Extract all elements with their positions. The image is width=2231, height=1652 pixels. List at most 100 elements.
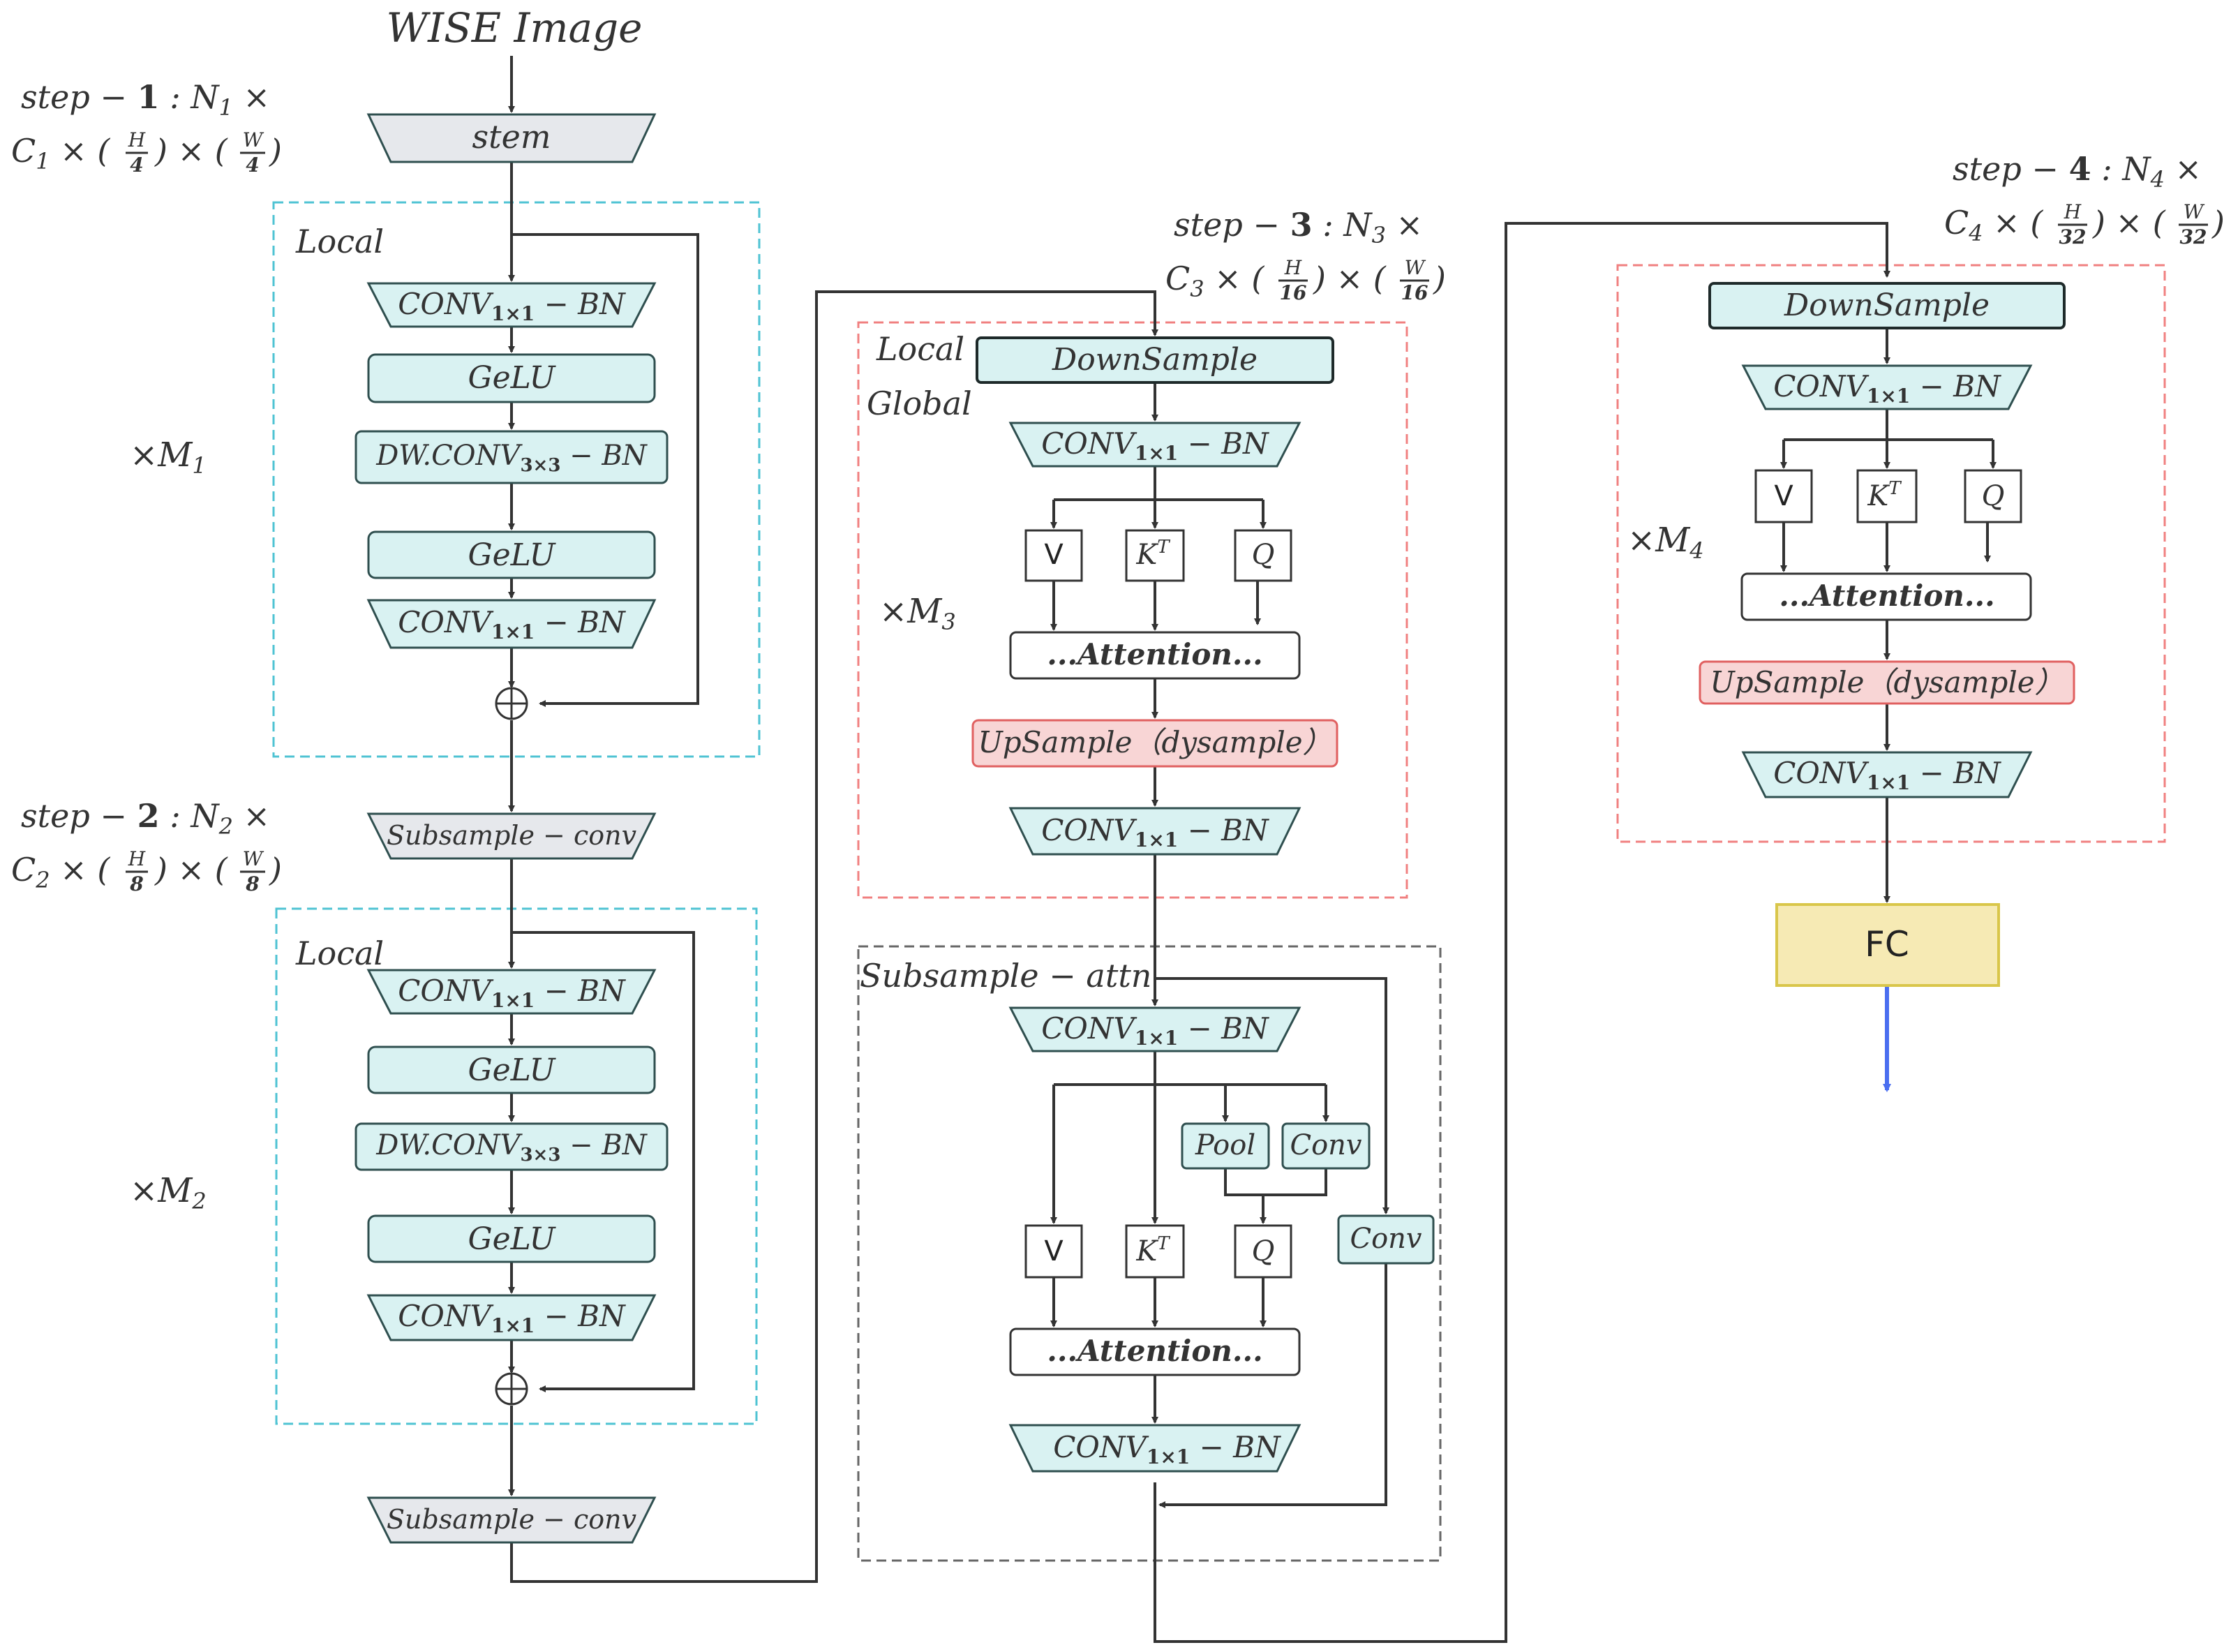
- svg-text:H: H: [2064, 200, 2082, 223]
- svg-text:CONV1×1 − BN: CONV1×1 − BN: [398, 974, 626, 1012]
- svg-text:step − 3 : N3 ×: step − 3 : N3 ×: [1174, 206, 1423, 248]
- svg-text:32: 32: [2180, 225, 2207, 248]
- subsample-conv-block: Subsample − conv: [366, 1496, 657, 1544]
- global-box-3: [857, 321, 1408, 899]
- svg-text:Conv: Conv: [1350, 1223, 1422, 1255]
- conv1x1-bn-block: CONV1×1 − BN: [366, 599, 657, 649]
- subsample-conv-block: Subsample − conv: [366, 812, 657, 860]
- svg-text:CONV1×1 − BN: CONV1×1 − BN: [1041, 1011, 1269, 1050]
- svg-text:FC: FC: [1865, 924, 1909, 965]
- global-box-4: [1616, 264, 2166, 843]
- svg-text:step − 4 : N4 ×: step − 4 : N4 ×: [1953, 150, 2202, 193]
- conv1x1-bn-block: CONV1×1 − BN: [1008, 1006, 1301, 1052]
- svg-text:Subsample − conv: Subsample − conv: [387, 1504, 637, 1535]
- svg-text:V: V: [1044, 1235, 1064, 1267]
- svg-text:KT: KT: [1867, 478, 1902, 512]
- step-2-label: step − 2 : N2 × C2 × ( H 8 ) × ( W 8 ): [11, 797, 282, 895]
- dwconv3x3-bn-block: DW.CONV3×3 − BN: [355, 430, 669, 484]
- conv-shortcut-block: Conv: [1337, 1214, 1435, 1265]
- v-block: V: [1024, 1224, 1083, 1279]
- svg-text:Q: Q: [1252, 539, 1275, 571]
- local-label-1: Local: [295, 223, 384, 260]
- v-block: V: [1754, 469, 1813, 523]
- svg-text:Pool: Pool: [1195, 1129, 1255, 1161]
- upsample-dysample-block: UpSample（dysample）: [971, 719, 1338, 768]
- svg-text:Conv: Conv: [1290, 1129, 1361, 1161]
- conv1x1-bn-block: CONV1×1 − BN: [1008, 807, 1301, 856]
- conv1x1-bn-block: CONV1×1 − BN: [366, 1294, 657, 1341]
- svg-text:...Attention...: ...Attention...: [1047, 637, 1263, 671]
- svg-text:CONV1×1 − BN: CONV1×1 − BN: [1053, 1430, 1281, 1468]
- conv1x1-bn-block: CONV1×1 − BN: [366, 282, 657, 328]
- conv1x1-bn-block: CONV1×1 − BN: [1008, 1424, 1301, 1473]
- v-block: V: [1024, 529, 1083, 582]
- gelu-block: GeLU: [367, 530, 656, 579]
- svg-text:Q: Q: [1982, 480, 2005, 512]
- svg-text:GeLU: GeLU: [468, 1221, 556, 1257]
- svg-text:Q: Q: [1252, 1235, 1275, 1267]
- svg-text:H: H: [128, 847, 146, 870]
- svg-text:) × (: ) × (: [2092, 204, 2166, 241]
- gelu-block: GeLU: [367, 353, 656, 403]
- stem-block: stem: [366, 113, 657, 163]
- q-block: Q: [1234, 529, 1292, 582]
- svg-text:): ): [269, 851, 282, 888]
- svg-text:UpSample（dysample）: UpSample（dysample）: [1710, 665, 2064, 699]
- svg-text:C3 × (: C3 × (: [1165, 260, 1264, 302]
- svg-text:): ): [269, 132, 282, 170]
- svg-text:CONV1×1 − BN: CONV1×1 − BN: [1041, 813, 1269, 851]
- residual-add-icon: [495, 687, 528, 720]
- svg-text:C4 × (: C4 × (: [1944, 204, 2043, 246]
- svg-text:step − 1 : N1 ×: step − 1 : N1 ×: [21, 78, 270, 121]
- svg-text:W: W: [1405, 256, 1426, 279]
- k-transpose-block: KT: [1856, 469, 1918, 523]
- svg-text:): ): [2211, 204, 2225, 241]
- svg-text:V: V: [1774, 480, 1793, 512]
- upsample-dysample-block: UpSample（dysample）: [1699, 660, 2075, 705]
- svg-text:step − 2 : N2 ×: step − 2 : N2 ×: [21, 797, 270, 840]
- svg-text:4: 4: [246, 154, 259, 177]
- residual-add-icon: [495, 1372, 528, 1406]
- svg-text:UpSample（dysample）: UpSample（dysample）: [978, 725, 1331, 759]
- local-label-3: Local: [876, 330, 964, 368]
- svg-text:KT: KT: [1135, 537, 1170, 571]
- fc-block: FC: [1775, 903, 2000, 987]
- svg-text:...Attention...: ...Attention...: [1779, 579, 1995, 613]
- svg-text:CONV1×1 − BN: CONV1×1 − BN: [398, 1299, 626, 1337]
- multiplier-m2: ×M2: [130, 1171, 207, 1214]
- svg-text:CONV1×1 − BN: CONV1×1 − BN: [1041, 426, 1269, 465]
- svg-text:32: 32: [2059, 225, 2087, 248]
- conv-block: Conv: [1281, 1122, 1371, 1170]
- svg-text:) × (: ) × (: [154, 132, 228, 170]
- svg-text:) × (: ) × (: [1313, 260, 1387, 297]
- svg-text:DW.CONV3×3 − BN: DW.CONV3×3 − BN: [375, 440, 648, 476]
- svg-text:C1 × (: C1 × (: [11, 132, 110, 174]
- q-block: Q: [1234, 1224, 1292, 1279]
- svg-text:H: H: [128, 128, 146, 151]
- svg-text:CONV1×1 − BN: CONV1×1 − BN: [1773, 369, 2001, 408]
- svg-text:DownSample: DownSample: [1052, 342, 1258, 378]
- svg-text:C2 × (: C2 × (: [11, 851, 110, 893]
- svg-text:16: 16: [1280, 281, 1307, 304]
- pool-block: Pool: [1181, 1122, 1270, 1170]
- svg-text:W: W: [2184, 200, 2205, 223]
- svg-text:Subsample − conv: Subsample − conv: [387, 820, 637, 851]
- svg-text:CONV1×1 − BN: CONV1×1 − BN: [1773, 756, 2001, 794]
- svg-text:V: V: [1044, 539, 1064, 571]
- svg-text:KT: KT: [1135, 1233, 1170, 1267]
- dwconv3x3-bn-block: DW.CONV3×3 − BN: [355, 1122, 669, 1171]
- svg-text:4: 4: [130, 154, 143, 177]
- downsample-block: DownSample: [976, 336, 1334, 384]
- attention-block: ...Attention...: [1009, 1327, 1301, 1376]
- svg-text:8: 8: [129, 872, 143, 895]
- svg-text:GeLU: GeLU: [468, 1052, 556, 1088]
- multiplier-m4: ×M4: [1627, 521, 1704, 564]
- svg-text:stem: stem: [472, 118, 551, 156]
- multiplier-m3: ×M3: [879, 592, 956, 635]
- svg-text:W: W: [243, 128, 264, 151]
- subsample-attn-label: Subsample − attn: [860, 957, 1151, 995]
- k-transpose-block: KT: [1125, 1224, 1185, 1279]
- svg-text:CONV1×1 − BN: CONV1×1 − BN: [398, 605, 626, 643]
